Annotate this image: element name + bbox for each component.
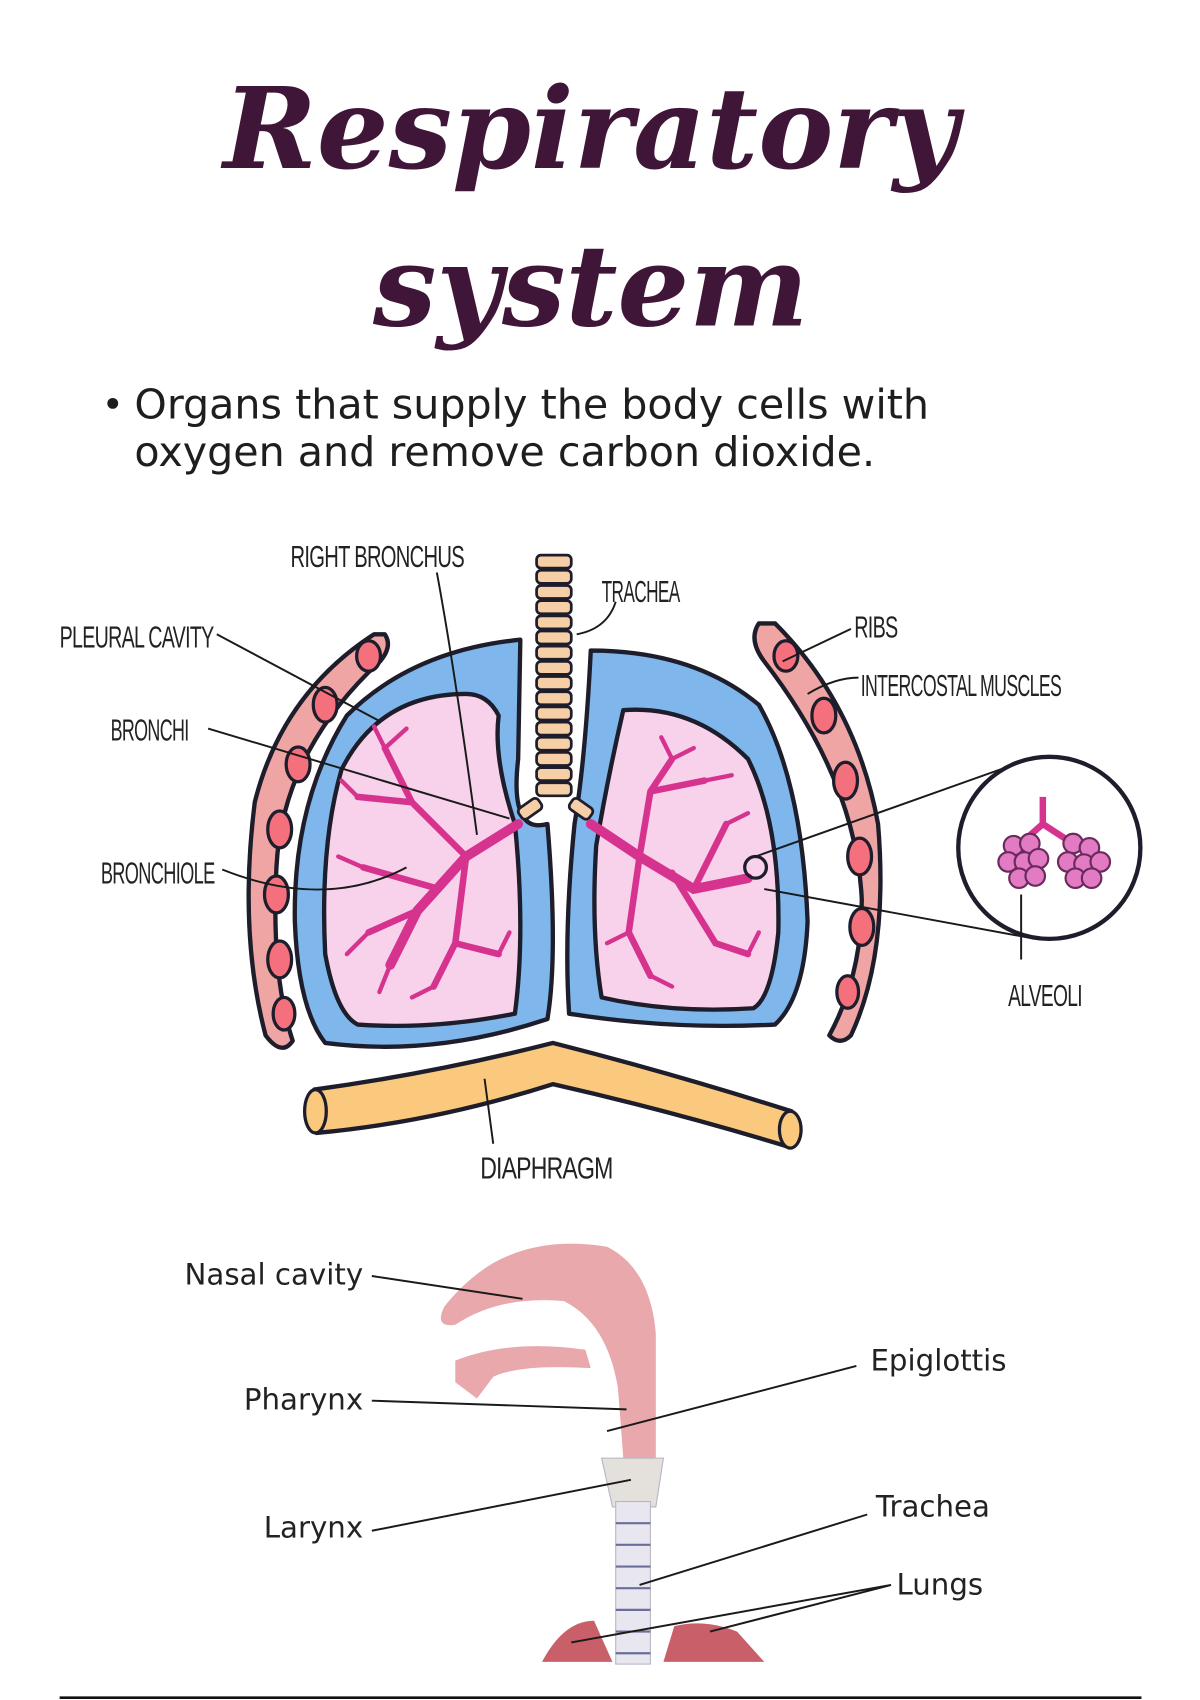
bronchial-tree-right: [336, 724, 524, 1000]
label-larynx: Larynx: [264, 1510, 363, 1544]
label-alveoli: ALVEOLI: [1008, 980, 1082, 1013]
title-line-2: system: [372, 219, 808, 352]
airway-diagram: Nasal cavity Pharynx Larynx Epiglottis T…: [185, 1243, 1007, 1665]
label-pharynx: Pharynx: [244, 1382, 363, 1416]
lung-diagram: RIGHT BRONCHUS TRACHEA PLEURAL CAVITY BR…: [60, 541, 1143, 1185]
label-lungs: Lungs: [896, 1568, 983, 1602]
alveoli-icon: [997, 796, 1112, 890]
nasal-cavity-shape: [440, 1243, 656, 1459]
larynx-shape: [600, 1457, 665, 1508]
title-line-1: Respiratory: [220, 62, 965, 195]
label-intercostal-muscles: INTERCOSTAL MUSCLES: [861, 670, 1062, 703]
lung-right-shape: [663, 1623, 765, 1662]
lung-left: [592, 707, 781, 1012]
label-diaphragm: DIAPHRAGM: [480, 1152, 612, 1185]
alveoli-inset: [956, 754, 1143, 942]
label-bronchiole: BRONCHIOLE: [101, 858, 215, 891]
label-pleural-cavity: PLEURAL CAVITY: [60, 621, 214, 654]
label-ribs: RIBS: [854, 612, 897, 645]
label-bronchi: BRONCHI: [111, 715, 189, 748]
label-nasal-cavity: Nasal cavity: [185, 1258, 364, 1292]
oral-cavity-shape: [455, 1346, 591, 1399]
bronchial-tree-left: [585, 735, 761, 989]
label-right-bronchus: RIGHT BRONCHUS: [291, 541, 464, 574]
label-trachea-top: TRACHEA: [602, 576, 681, 609]
label-epiglottis: Epiglottis: [870, 1343, 1006, 1377]
bullet-text-line-1: Organs that supply the body cells with: [134, 381, 929, 429]
label-trachea: Trachea: [875, 1490, 990, 1524]
bullet-text-line-2: oxygen and remove carbon dioxide.: [134, 428, 875, 476]
bullet-dot: [107, 397, 119, 409]
trachea-rings: [516, 553, 595, 821]
diaphragm: [312, 1040, 794, 1150]
